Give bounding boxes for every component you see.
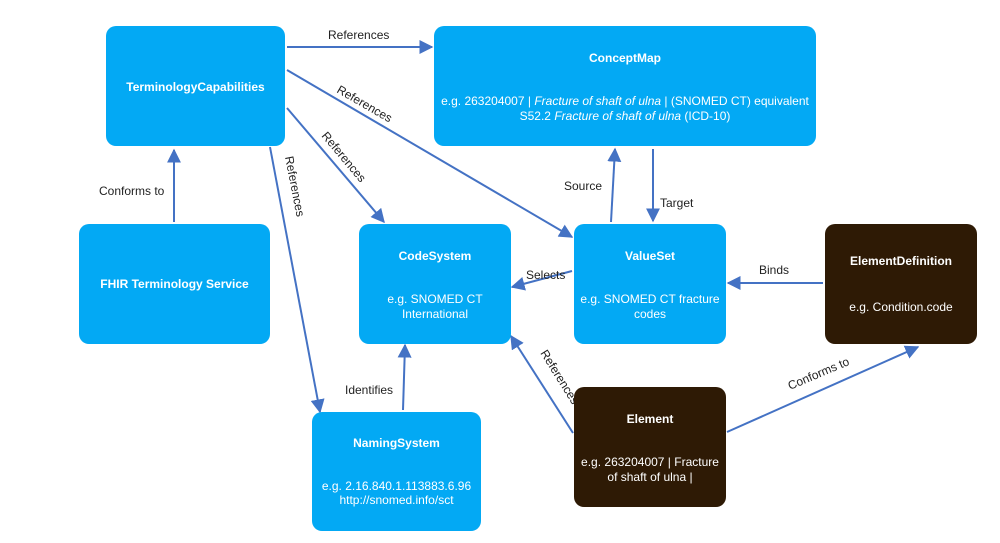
node-terminology-capabilities[interactable]: TerminologyCapabilities [106, 26, 285, 146]
edge-fhir-to-tc: Conforms to [99, 148, 181, 222]
node-description: e.g. 263204007 | Fracture [581, 455, 719, 469]
node-value-set[interactable]: ValueSet e.g. SNOMED CT fracture codes [574, 224, 726, 344]
edge-label-identifies: Identifies [345, 383, 393, 397]
node-title: ElementDefinition [850, 254, 952, 268]
node-title: ValueSet [625, 249, 675, 263]
node-title: ConceptMap [589, 51, 661, 65]
edge-label-source: Source [564, 179, 602, 193]
node-title: Element [627, 412, 674, 426]
node-title: NamingSystem [353, 436, 440, 450]
node-description: e.g. Condition.code [849, 300, 953, 314]
node-description: of shaft of ulna | [607, 470, 692, 484]
node-code-system[interactable]: CodeSystem e.g. SNOMED CT International [359, 224, 511, 344]
edge-label-conforms-to: Conforms to [786, 354, 852, 393]
node-concept-map[interactable]: ConceptMap e.g. 263204007 | Fracture of … [434, 26, 816, 146]
node-title: CodeSystem [399, 249, 472, 263]
edge-tc-to-namingsystem: References [269, 146, 325, 414]
node-description: e.g. SNOMED CT [387, 292, 483, 306]
node-title: FHIR Terminology Service [100, 277, 249, 291]
node-description: codes [634, 307, 666, 321]
edge-tc-to-conceptmap: References [287, 28, 434, 54]
node-element-definition[interactable]: ElementDefinition e.g. Condition.code [825, 224, 977, 344]
edge-label-conforms-to: Conforms to [99, 184, 165, 198]
node-description: e.g. 263204007 | Fracture of shaft of ul… [441, 94, 809, 108]
node-description: e.g. 2.16.840.1.113883.6.96 [322, 479, 472, 493]
node-element[interactable]: Element e.g. 263204007 | Fracture of sha… [574, 387, 726, 507]
edge-conceptmap-to-valueset: Target [646, 149, 694, 223]
edge-elementdef-to-valueset: Binds [726, 263, 823, 290]
edge-valueset-to-codesystem: Selects [510, 268, 573, 291]
edge-element-to-codesystem: References [510, 334, 582, 434]
node-description: http://snomed.info/sct [339, 493, 454, 507]
node-title: TerminologyCapabilities [126, 80, 265, 94]
edge-namingsystem-to-codesystem: Identifies [345, 343, 412, 411]
node-description: e.g. SNOMED CT fracture [580, 292, 719, 306]
edge-label-selects: Selects [526, 268, 565, 282]
edge-label-binds: Binds [759, 263, 789, 277]
node-fhir-terminology-service[interactable]: FHIR Terminology Service [79, 224, 270, 344]
edge-label-references: References [319, 129, 369, 185]
edge-label-references: References [328, 28, 389, 42]
node-naming-system[interactable]: NamingSystem e.g. 2.16.840.1.113883.6.96… [312, 412, 481, 531]
edge-element-to-elementdef: Conforms to [726, 345, 920, 433]
node-description: International [402, 307, 468, 321]
edge-label-references: References [282, 155, 307, 218]
node-description: S52.2 Fracture of shaft of ulna (ICD-10) [520, 109, 731, 123]
edge-valueset-to-conceptmap: Source [564, 147, 622, 223]
edge-label-target: Target [660, 196, 694, 210]
